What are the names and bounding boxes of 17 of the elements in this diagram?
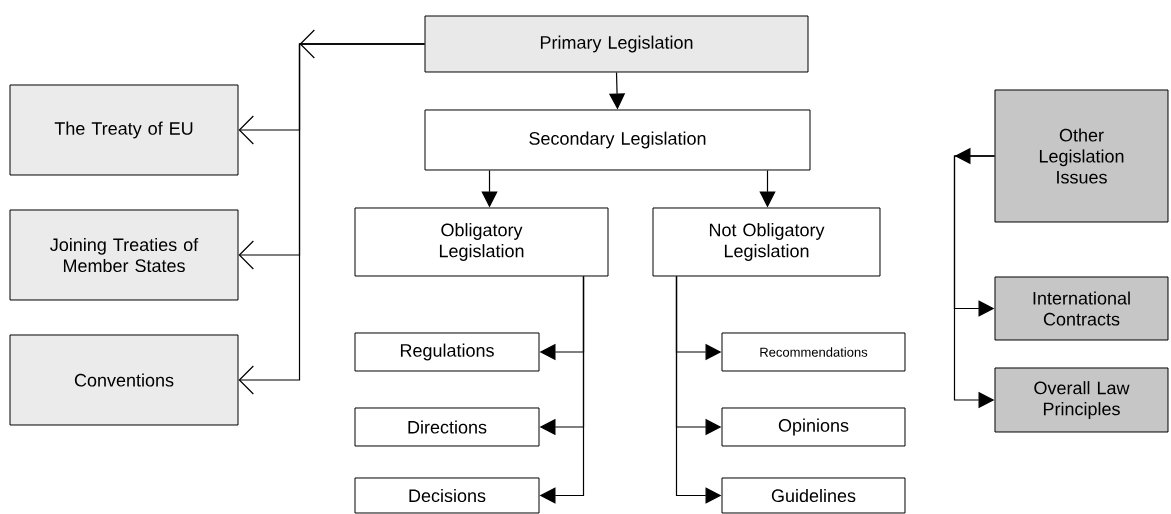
process-box: Not Obligatory Legislation xyxy=(652,207,881,277)
process-box: Conventions xyxy=(9,334,239,426)
process-box: Regulations xyxy=(354,332,540,372)
process-box: International Contracts xyxy=(994,276,1169,341)
process-box: Decisions xyxy=(354,477,540,514)
process-box: Other Legislation Issues xyxy=(994,89,1169,223)
process-box: Overall Law Principles xyxy=(994,367,1169,433)
process-box: The Treaty of EU xyxy=(9,84,239,176)
process-box: Obligatory Legislation xyxy=(354,207,609,277)
process-box: Recommendations xyxy=(721,332,906,372)
process-box: Guidelines xyxy=(721,477,906,514)
process-box: Secondary Legislation xyxy=(424,109,811,171)
process-box: Joining Treaties of Member States xyxy=(9,209,239,301)
process-box: Opinions xyxy=(721,407,906,447)
process-box: Directions xyxy=(354,407,540,447)
process-box: Primary Legislation xyxy=(424,15,809,73)
arrow xyxy=(238,43,426,395)
